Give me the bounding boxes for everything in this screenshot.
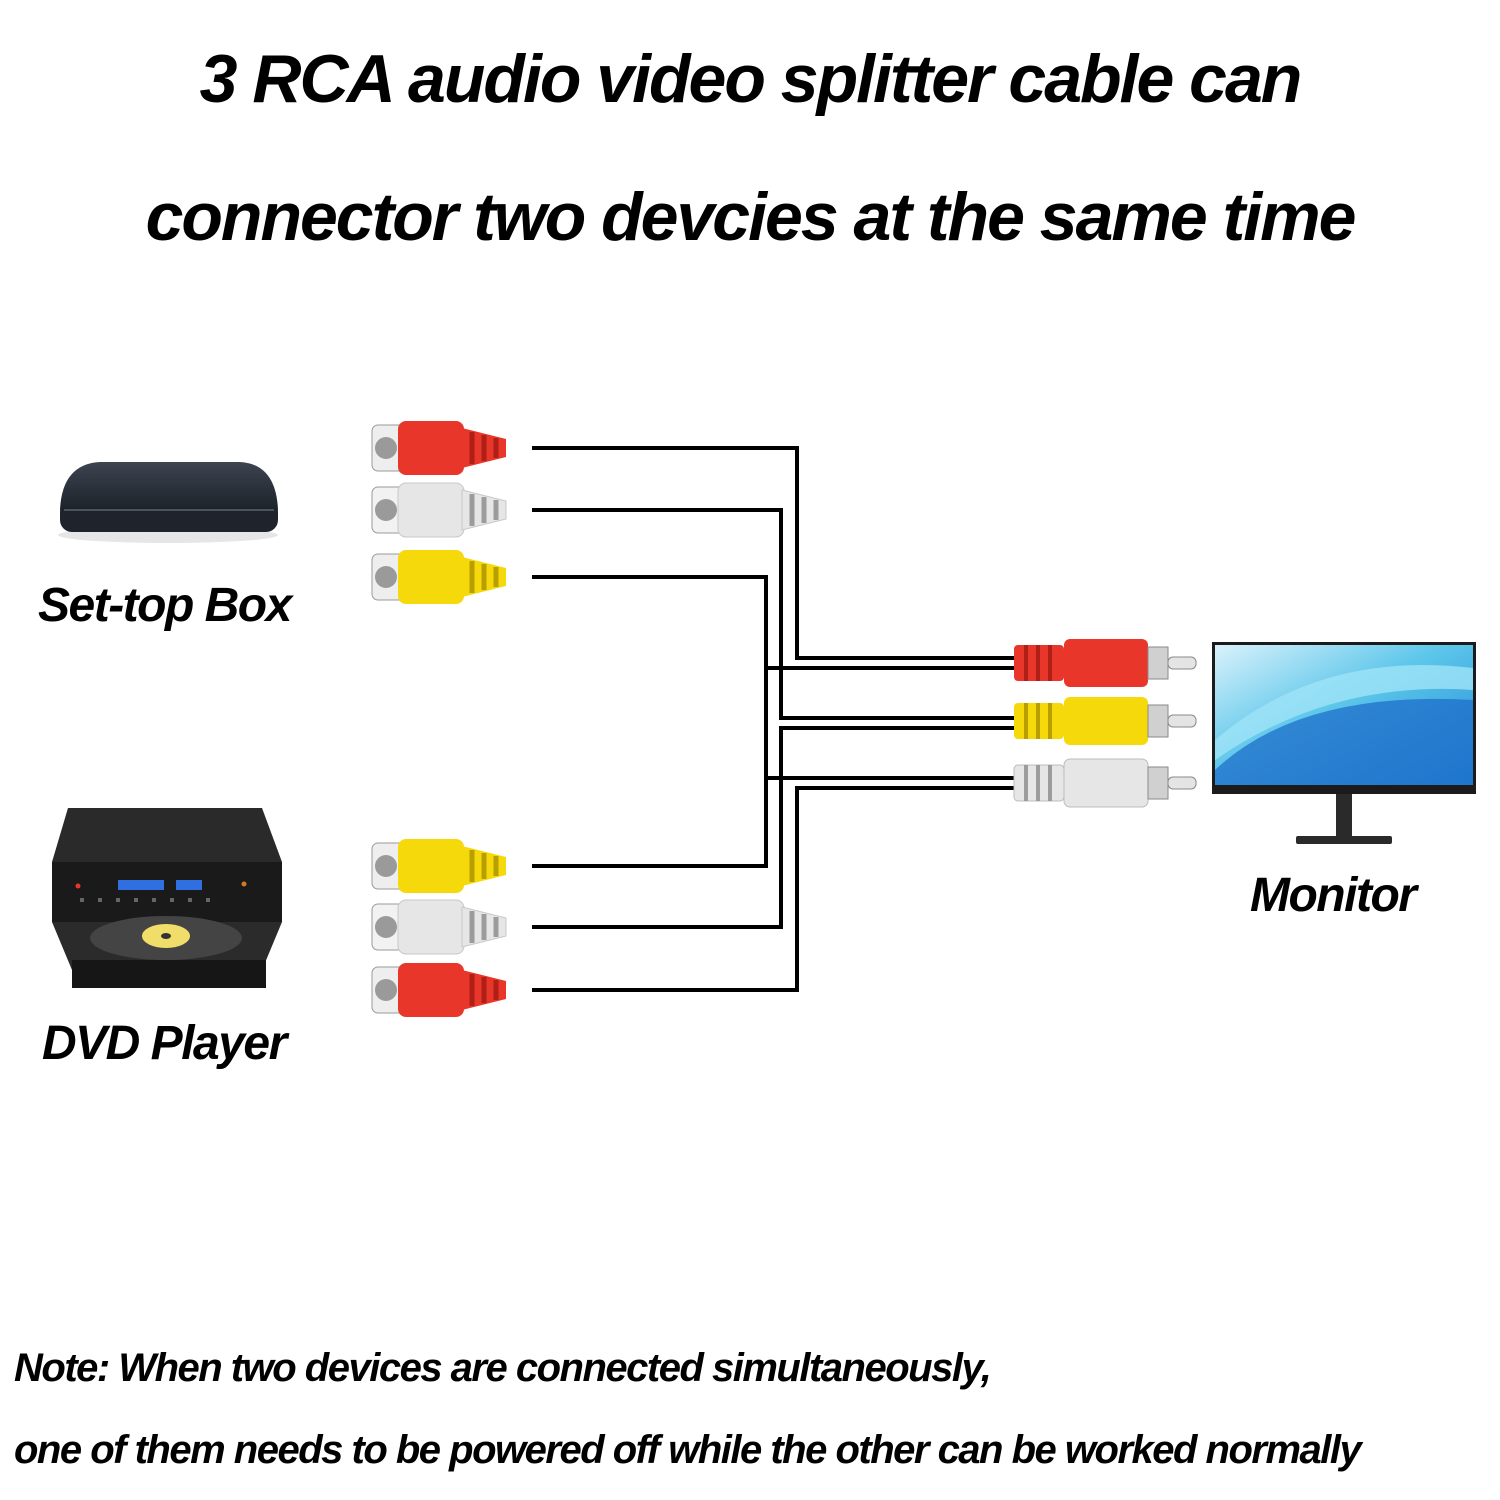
female-connector-white-top — [371, 482, 507, 538]
set-top-box-label: Set-top Box — [38, 579, 292, 632]
title-line-2: connector two devcies at the same time — [145, 179, 1357, 255]
male-plug-red — [1014, 639, 1197, 687]
female-connector-yellow-top — [371, 550, 506, 604]
dvd-player-icon — [52, 808, 282, 988]
monitor-icon — [1212, 642, 1476, 844]
male-plug-white — [1013, 758, 1197, 808]
note-line-2: one of them needs to be powered off whil… — [14, 1428, 1362, 1472]
set-top-box-icon — [58, 462, 278, 543]
female-connector-red-top — [371, 421, 506, 475]
female-connector-white-bottom — [371, 899, 507, 955]
cable-wires — [532, 446, 1015, 992]
title-line-1: 3 RCA audio video splitter cable can — [199, 41, 1303, 117]
female-connector-red-bottom — [371, 963, 506, 1017]
note-line-1: Note: When two devices are connected sim… — [14, 1346, 992, 1390]
female-connector-yellow-bottom — [371, 839, 506, 893]
male-plug-yellow — [1014, 697, 1197, 745]
monitor-label: Monitor — [1250, 869, 1417, 922]
dvd-player-label: DVD Player — [42, 1017, 287, 1070]
